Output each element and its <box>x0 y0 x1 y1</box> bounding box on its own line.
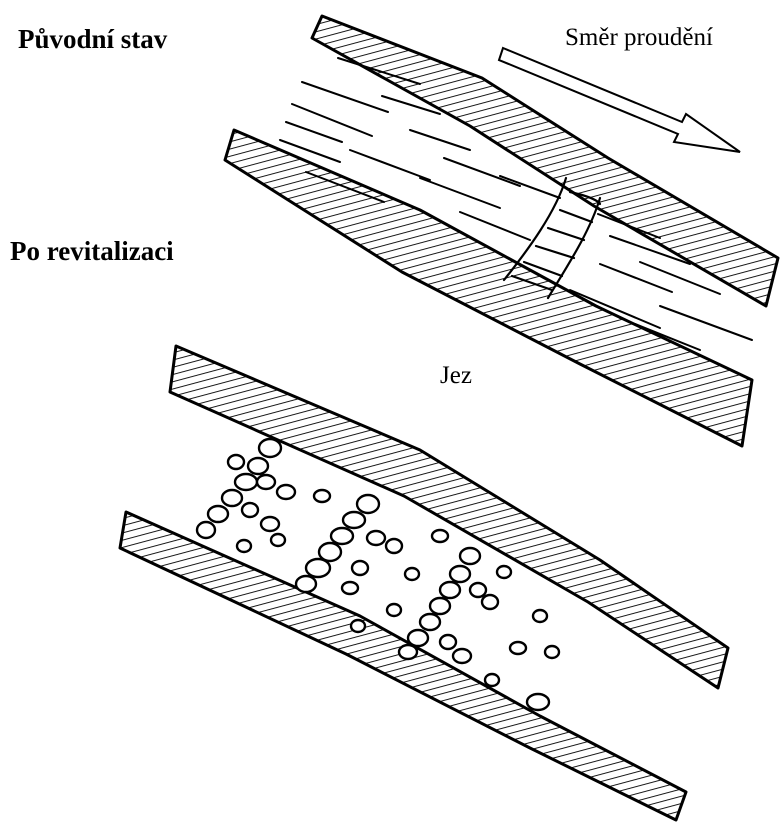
original-state-label: Původní stav <box>18 24 167 55</box>
flow-direction-label: Směr proudění <box>565 24 713 52</box>
lower-bank-original <box>225 130 752 446</box>
revitalized-channel <box>120 346 728 820</box>
weir-label: Jez <box>440 362 472 390</box>
lower-bank-revitalized <box>120 512 686 820</box>
original-channel <box>225 16 778 446</box>
after-revitalization-label: Po revitalizaci <box>10 236 174 267</box>
